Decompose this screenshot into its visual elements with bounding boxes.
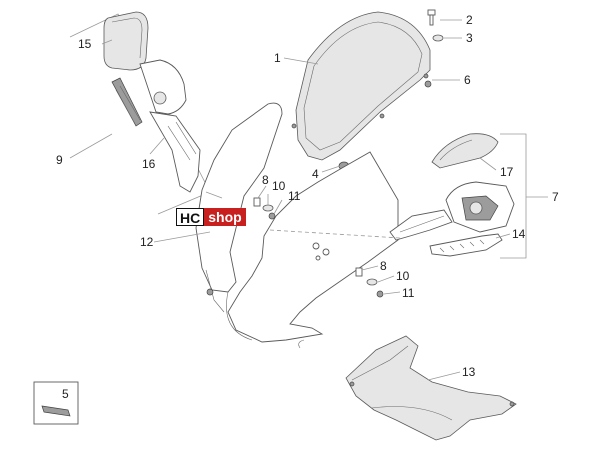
callout-12: 12 [140,235,154,249]
callout-3: 3 [466,31,473,45]
part-11-upper-nut [268,212,276,220]
part-8-upper-screw [253,197,261,207]
callout-6: 6 [464,73,471,87]
part-14-drl-strip [429,233,503,257]
part-13-belly-pan [345,335,517,441]
callout-11-upper: 11 [288,189,301,203]
part-8-lower-screw [355,267,363,277]
callout-2: 2 [466,13,473,27]
callout-15: 15 [78,37,92,51]
callout-5: 5 [62,387,69,401]
callouts: 1 2 3 4 5 6 7 8 10 11 12 9 16 15 17 14 1… [56,13,559,401]
callout-10-lower: 10 [396,269,410,283]
callout-4: 4 [312,167,319,181]
part-16-mirror-housing [111,59,201,193]
callout-13: 13 [462,365,476,379]
callout-11-lower: 11 [402,286,415,300]
part-1-windscreen [291,11,431,161]
callout-17: 17 [500,165,514,179]
part-6-grommet [424,80,432,88]
part-10-upper-washer [262,204,274,212]
part-7-headlight-unit [389,181,515,241]
part-2-screw [427,9,436,26]
part-12-front-fairing [195,102,399,349]
watermark-text-shop: shop [204,208,246,226]
part-11-lower-nut [376,290,384,298]
callout-7: 7 [552,190,559,204]
part-17-headlight-cover [431,133,499,169]
callout-1: 1 [274,51,281,65]
part-15-mirror-glass [103,11,149,71]
hc-shop-watermark: HC shop [176,208,246,226]
callout-8-upper: 8 [262,173,269,187]
part-5-adhesive-strip [33,381,79,425]
callout-8-lower: 8 [380,259,387,273]
callout-16: 16 [142,157,156,171]
watermark-text-hc: HC [176,208,205,226]
callout-9: 9 [56,153,63,167]
part-3-washer [432,34,444,42]
bracket-group-7 [500,133,527,259]
part-10-lower-washer [366,278,378,286]
callout-10-upper: 10 [272,179,286,193]
leader-lines [69,19,548,381]
callout-14: 14 [512,227,526,241]
